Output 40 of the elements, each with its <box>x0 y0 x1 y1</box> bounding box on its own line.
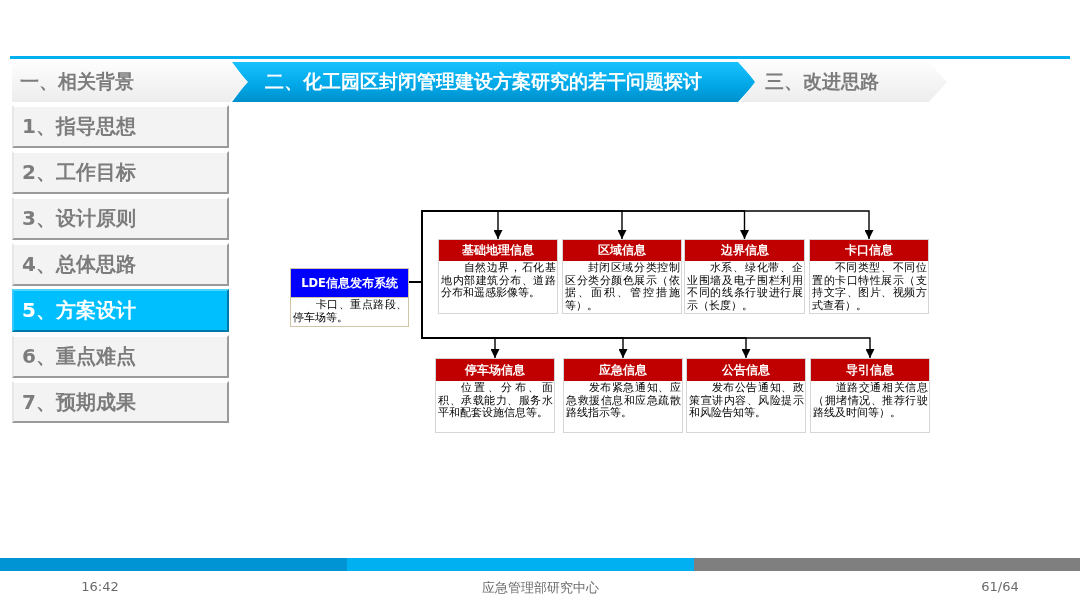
card-header: LDE信息发布系统 <box>291 269 408 298</box>
card-text: 发布公告通知、政策宣讲内容、风险提示和风险告知等。 <box>688 381 805 421</box>
info-card <box>563 358 683 433</box>
time-text: 16:42 <box>80 579 120 596</box>
info-card <box>686 358 806 433</box>
footer-text: 应急管理部研究中心 <box>480 579 600 597</box>
menu-item: 1、指导思想 <box>12 105 229 148</box>
info-card <box>438 239 558 314</box>
menu-item: 2、工作目标 <box>12 151 229 194</box>
card-header: 卡口信息 <box>810 240 928 261</box>
card-text: 道路交通相关信息（拥堵情况、推荐行驶路线及时间等）。 <box>812 381 929 421</box>
menu-item: 5、方案设计 <box>12 289 229 332</box>
info-card <box>435 358 555 433</box>
card-text: 自然边界，石化基地内部建筑分布、道路分布和遥感影像等。 <box>440 261 557 301</box>
info-card <box>684 239 805 314</box>
menu-item: 7、预期成果 <box>12 381 229 423</box>
card-text: 封闭区域分类控制区分类分颜色展示（依据、面积、管控措施等）。 <box>564 261 681 314</box>
section-tab: 二、化工园区封闭管理建设方案研究的若干问题探讨 <box>232 62 756 102</box>
card-header: 基础地理信息 <box>439 240 557 261</box>
card-text: 卡口、重点路段、停车场等。 <box>292 298 408 326</box>
menu-item: 6、重点难点 <box>12 335 229 378</box>
info-card <box>290 268 409 327</box>
menu-item: 3、设计原则 <box>12 197 229 240</box>
card-text: 水系、绿化带、企业围墙及电子围栏利用不同的线条行驶进行展示（长度）。 <box>686 261 804 314</box>
card-text: 位置、分布、面积、承载能力、服务水平和配套设施信息等。 <box>437 381 554 421</box>
card-header: 导引信息 <box>811 359 929 381</box>
section-tab: 一、相关背景 <box>12 62 248 102</box>
menu-item: 4、总体思路 <box>12 243 229 286</box>
info-card <box>809 239 929 314</box>
card-header: 应急信息 <box>564 359 682 381</box>
card-header: 区域信息 <box>563 240 681 261</box>
card-text: 发布紧急通知、应急救援信息和应急疏散路线指示等。 <box>565 381 682 421</box>
section-tab: 三、改进思路 <box>740 62 947 102</box>
info-card <box>810 358 930 433</box>
card-header: 边界信息 <box>685 240 804 261</box>
info-card <box>562 239 682 314</box>
card-header: 公告信息 <box>687 359 805 381</box>
card-text: 不同类型、不同位置的卡口特性展示（支持文字、图片、视频方式查看）。 <box>811 261 928 314</box>
card-header: 停车场信息 <box>436 359 554 381</box>
page-number: 61/64 <box>980 579 1020 596</box>
